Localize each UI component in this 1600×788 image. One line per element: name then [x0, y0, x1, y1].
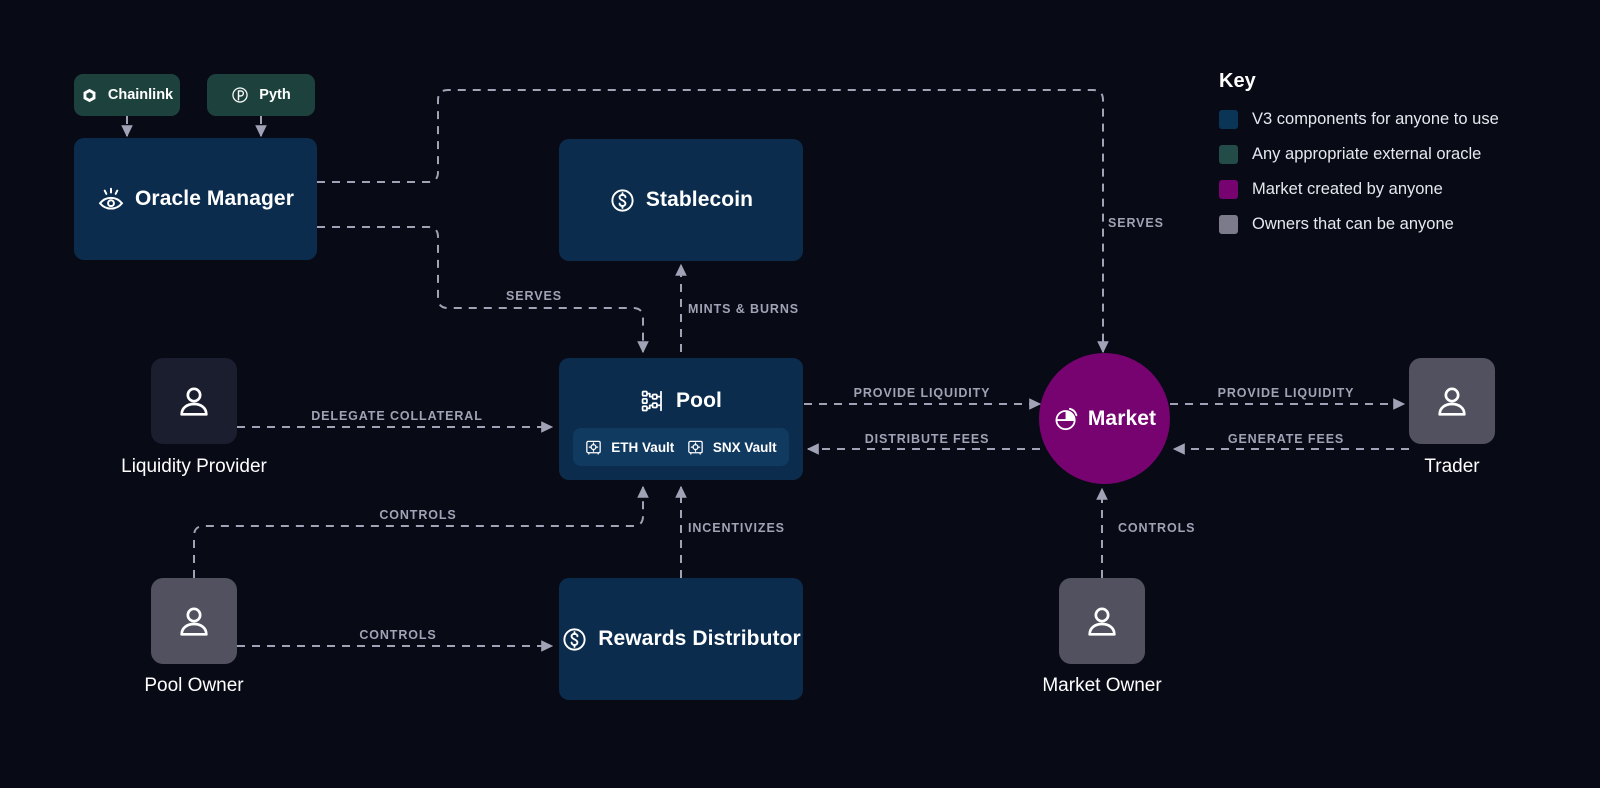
edge-label-controls-pool-owner-rewards: CONTROLS	[359, 628, 437, 642]
actor-caption-liquidity-provider: Liquidity Provider	[121, 456, 267, 477]
vault-icon	[585, 439, 602, 456]
actor-pool-owner[interactable]	[151, 578, 237, 664]
hexagon-icon	[81, 87, 98, 104]
edge-label-mints-burns: MINTS & BURNS	[688, 302, 800, 316]
person-icon	[1082, 601, 1122, 641]
legend-row: Any appropriate external oracle	[1219, 145, 1559, 164]
vault-label: ETH Vault	[611, 439, 675, 455]
vault-label: SNX Vault	[712, 439, 777, 455]
legend-swatch-owner	[1219, 215, 1238, 234]
pie-chart-icon	[1053, 406, 1079, 432]
actor-caption-trader: Trader	[1424, 456, 1480, 477]
edge-label-generate-fees: GENERATE FEES	[1227, 432, 1345, 446]
edge-label-provide-liquidity-trader: PROVIDE LIQUIDITY	[1217, 386, 1355, 400]
legend-swatch-v3	[1219, 110, 1238, 129]
edge-label-controls-market-owner: CONTROLS	[1118, 521, 1196, 535]
edge-label-incentivizes: INCENTIVIZES	[688, 521, 785, 535]
node-pool[interactable]: Pool ETH Vault	[559, 358, 803, 480]
pyth-p-icon	[231, 86, 249, 104]
edge-label-provide-liquidity-pool-market: PROVIDE LIQUIDITY	[853, 386, 991, 400]
node-market[interactable]: Market	[1039, 353, 1170, 484]
edge-label-controls-pool-owner-pool: CONTROLS	[379, 508, 457, 522]
node-label: Rewards Distributor	[598, 627, 801, 650]
legend: Key V3 components for anyone to use Any …	[1219, 70, 1559, 250]
edge-label-delegate-collateral: DELEGATE COLLATERAL	[311, 409, 483, 423]
dollar-circle-icon	[609, 187, 636, 214]
actor-caption-market-owner: Market Owner	[1042, 675, 1162, 696]
actor-trader[interactable]	[1409, 358, 1495, 444]
node-stablecoin[interactable]: Stablecoin	[559, 139, 803, 261]
node-label: Chainlink	[107, 87, 174, 103]
node-label: Stablecoin	[645, 188, 754, 211]
eye-icon	[97, 185, 125, 213]
dollar-circle-icon	[561, 626, 588, 653]
node-label: Pool	[676, 389, 722, 412]
actor-liquidity-provider[interactable]	[151, 358, 237, 444]
edge-label-serves-market: SERVES	[1108, 216, 1164, 230]
node-rewards-distributor[interactable]: Rewards Distributor	[559, 578, 803, 700]
edge-label-serves-pool: SERVES	[506, 289, 562, 303]
person-icon	[1432, 381, 1472, 421]
legend-row: V3 components for anyone to use	[1219, 110, 1559, 129]
edge-pool-owner-to-pool	[193, 485, 649, 578]
legend-title: Key	[1219, 70, 1256, 92]
legend-row: Market created by anyone	[1219, 180, 1559, 199]
vault-icon	[687, 439, 704, 456]
person-icon	[174, 601, 214, 641]
legend-swatch-market	[1219, 180, 1238, 199]
vault-chip-snx[interactable]: SNX Vault	[687, 439, 777, 456]
node-label: Oracle Manager	[135, 187, 294, 210]
legend-label: V3 components for anyone to use	[1252, 110, 1499, 128]
actor-caption-pool-owner: Pool Owner	[144, 675, 244, 696]
hierarchy-icon	[640, 388, 666, 414]
edge-label-distribute-fees: DISTRIBUTE FEES	[864, 432, 990, 446]
legend-row: Owners that can be anyone	[1219, 215, 1559, 234]
node-pyth[interactable]: Pyth	[207, 74, 315, 116]
node-chainlink[interactable]: Chainlink	[74, 74, 180, 116]
legend-label: Owners that can be anyone	[1252, 215, 1454, 233]
legend-label: Market created by anyone	[1252, 180, 1443, 198]
vault-chip-eth[interactable]: ETH Vault	[585, 439, 674, 456]
person-icon	[174, 381, 214, 421]
node-label: Market	[1087, 406, 1157, 430]
vault-panel: ETH Vault SNX Vault	[573, 428, 789, 466]
node-label: Pyth	[259, 87, 291, 103]
legend-label: Any appropriate external oracle	[1252, 145, 1482, 163]
actor-market-owner[interactable]	[1059, 578, 1145, 664]
legend-swatch-oracle	[1219, 145, 1238, 164]
node-oracle-manager[interactable]: Oracle Manager	[74, 138, 317, 260]
